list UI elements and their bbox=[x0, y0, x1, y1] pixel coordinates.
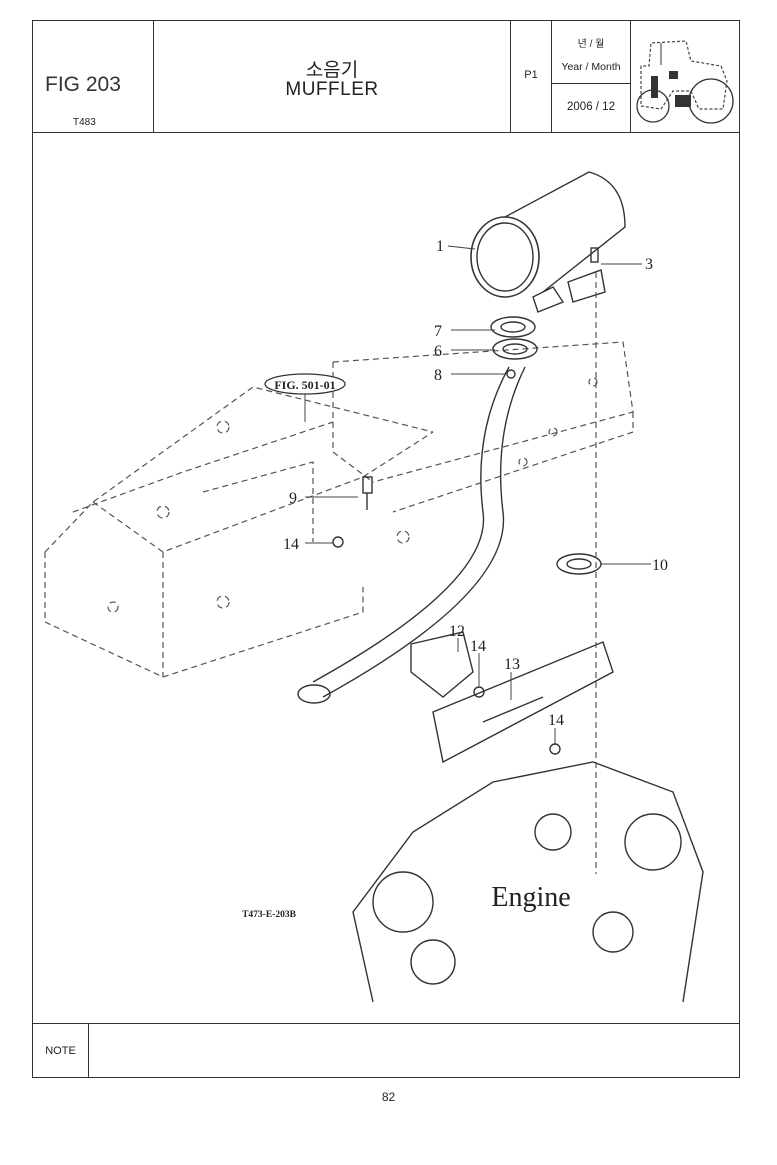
title-korean: 소음기 bbox=[305, 60, 359, 81]
title-english: MUFFLER bbox=[285, 79, 379, 100]
tractor-icon bbox=[636, 40, 734, 124]
fig-number: FIG 203 bbox=[45, 73, 121, 96]
chassis-frame bbox=[44, 341, 634, 678]
callout-10: 10 bbox=[652, 557, 668, 574]
callout-8: 8 bbox=[434, 367, 442, 384]
callout-3: 3 bbox=[645, 256, 653, 273]
callout-6: 6 bbox=[434, 343, 442, 360]
note-row: NOTE bbox=[33, 1023, 739, 1078]
parts-diagram: 1 3 7 6 8 9 14 10 12 14 13 14 FIG. 501-0… bbox=[33, 132, 739, 1023]
fig-cell: FIG 203 T483 bbox=[33, 21, 154, 132]
engine-label-box bbox=[470, 874, 600, 914]
callout-12: 12 bbox=[449, 623, 465, 640]
date-label-english: Year / Month bbox=[561, 61, 621, 73]
bolts bbox=[332, 247, 599, 755]
callout-7: 7 bbox=[434, 323, 442, 340]
muffler-canister bbox=[470, 171, 626, 313]
page-ref: P1 bbox=[524, 69, 538, 81]
tractor-thumbnail bbox=[631, 21, 739, 132]
date-label-korean: 년 / 월 bbox=[577, 39, 605, 50]
callout-1: 1 bbox=[436, 238, 444, 255]
callout-14-a: 14 bbox=[283, 536, 299, 553]
model-code: T483 bbox=[73, 117, 96, 128]
drawing-code: T473-E-203B bbox=[242, 910, 297, 920]
note-label: NOTE bbox=[33, 1024, 89, 1078]
engine-label: Engine bbox=[491, 882, 570, 913]
reference-label: FIG. 501-01 bbox=[274, 378, 335, 392]
title-cell: 소음기 MUFFLER bbox=[154, 21, 511, 132]
callout-14-b: 14 bbox=[470, 638, 486, 655]
leader-lines bbox=[304, 245, 651, 744]
callout-13: 13 bbox=[504, 656, 520, 673]
page-number: 82 bbox=[381, 1090, 396, 1104]
reference-oval bbox=[264, 373, 346, 395]
page-ref-cell: P1 bbox=[511, 21, 552, 132]
header: FIG 203 T483 소음기 MUFFLER P1 년 / 월 Year /… bbox=[33, 21, 739, 133]
bracket-and-shield bbox=[410, 631, 614, 764]
gaskets bbox=[490, 316, 602, 575]
page-frame: FIG 203 T483 소음기 MUFFLER P1 년 / 월 Year /… bbox=[32, 20, 740, 1078]
callout-9: 9 bbox=[289, 490, 297, 507]
date-cell: 년 / 월 Year / Month 2006 / 12 bbox=[552, 21, 631, 132]
exhaust-pipe bbox=[297, 366, 526, 704]
callout-14-c: 14 bbox=[548, 712, 564, 729]
date-value: 2006 / 12 bbox=[567, 101, 615, 113]
date-divider bbox=[552, 83, 630, 84]
